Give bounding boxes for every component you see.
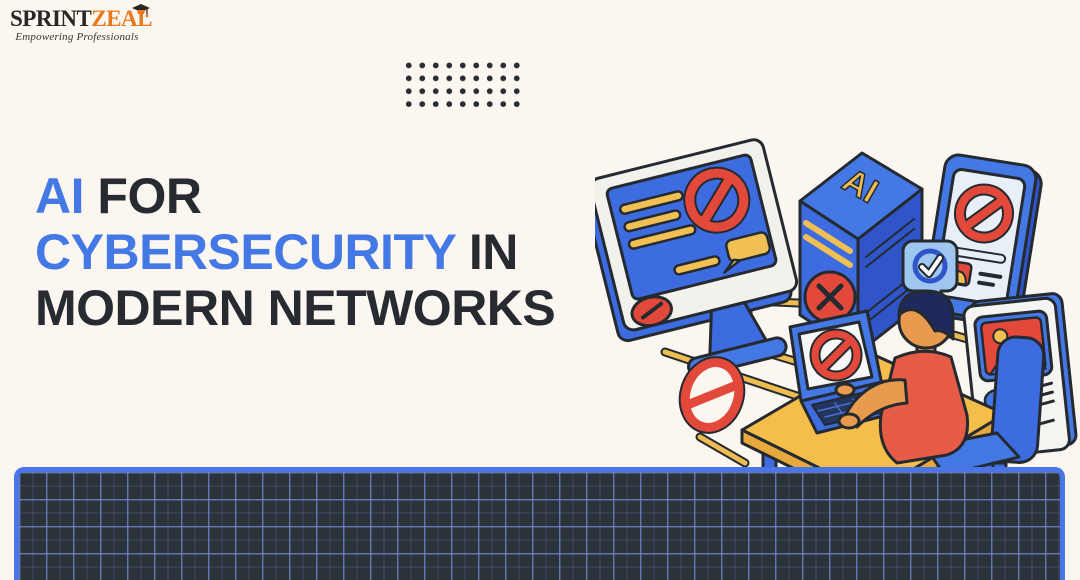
blocked-sign-icon: [683, 166, 751, 234]
title-cybersecurity: CYBERSECURITY: [35, 224, 456, 280]
title-in: IN: [468, 224, 519, 280]
title-modern-networks: MODERN NETWORKS: [35, 280, 556, 336]
title-ai: AI: [35, 168, 85, 224]
blocked-sign-icon: [953, 183, 1014, 244]
person-illustration: [834, 289, 970, 465]
error-cross-icon: [803, 270, 857, 324]
blocked-sign-icon: [809, 328, 863, 382]
blocked-sign-float: [678, 356, 746, 434]
logo-text-sprint: SPRINT: [10, 6, 92, 31]
sprintzeal-logo: SPRINTZEAL Empowering Professionals: [10, 4, 160, 43]
logo-tagline: Empowering Professionals: [15, 31, 139, 43]
cybersecurity-illustration: AI: [595, 138, 1078, 475]
warning-minus-icon: [630, 295, 673, 328]
cursor-bubble-icon: [723, 231, 772, 274]
graduation-cap-icon: [132, 4, 150, 18]
footer-grid-panel: [14, 467, 1065, 580]
dots-grid-decoration: [399, 56, 520, 107]
logo-text-zeal: ZEAL: [91, 6, 152, 31]
title-for: FOR: [97, 168, 202, 224]
checkmark-badge-icon: [912, 248, 948, 284]
monitor-illustration: [595, 138, 799, 378]
page-title: AI FOR CYBERSECURITY IN MODERN NETWORKS: [35, 168, 556, 336]
logo-wordmark: SPRINTZEAL: [10, 7, 160, 30]
